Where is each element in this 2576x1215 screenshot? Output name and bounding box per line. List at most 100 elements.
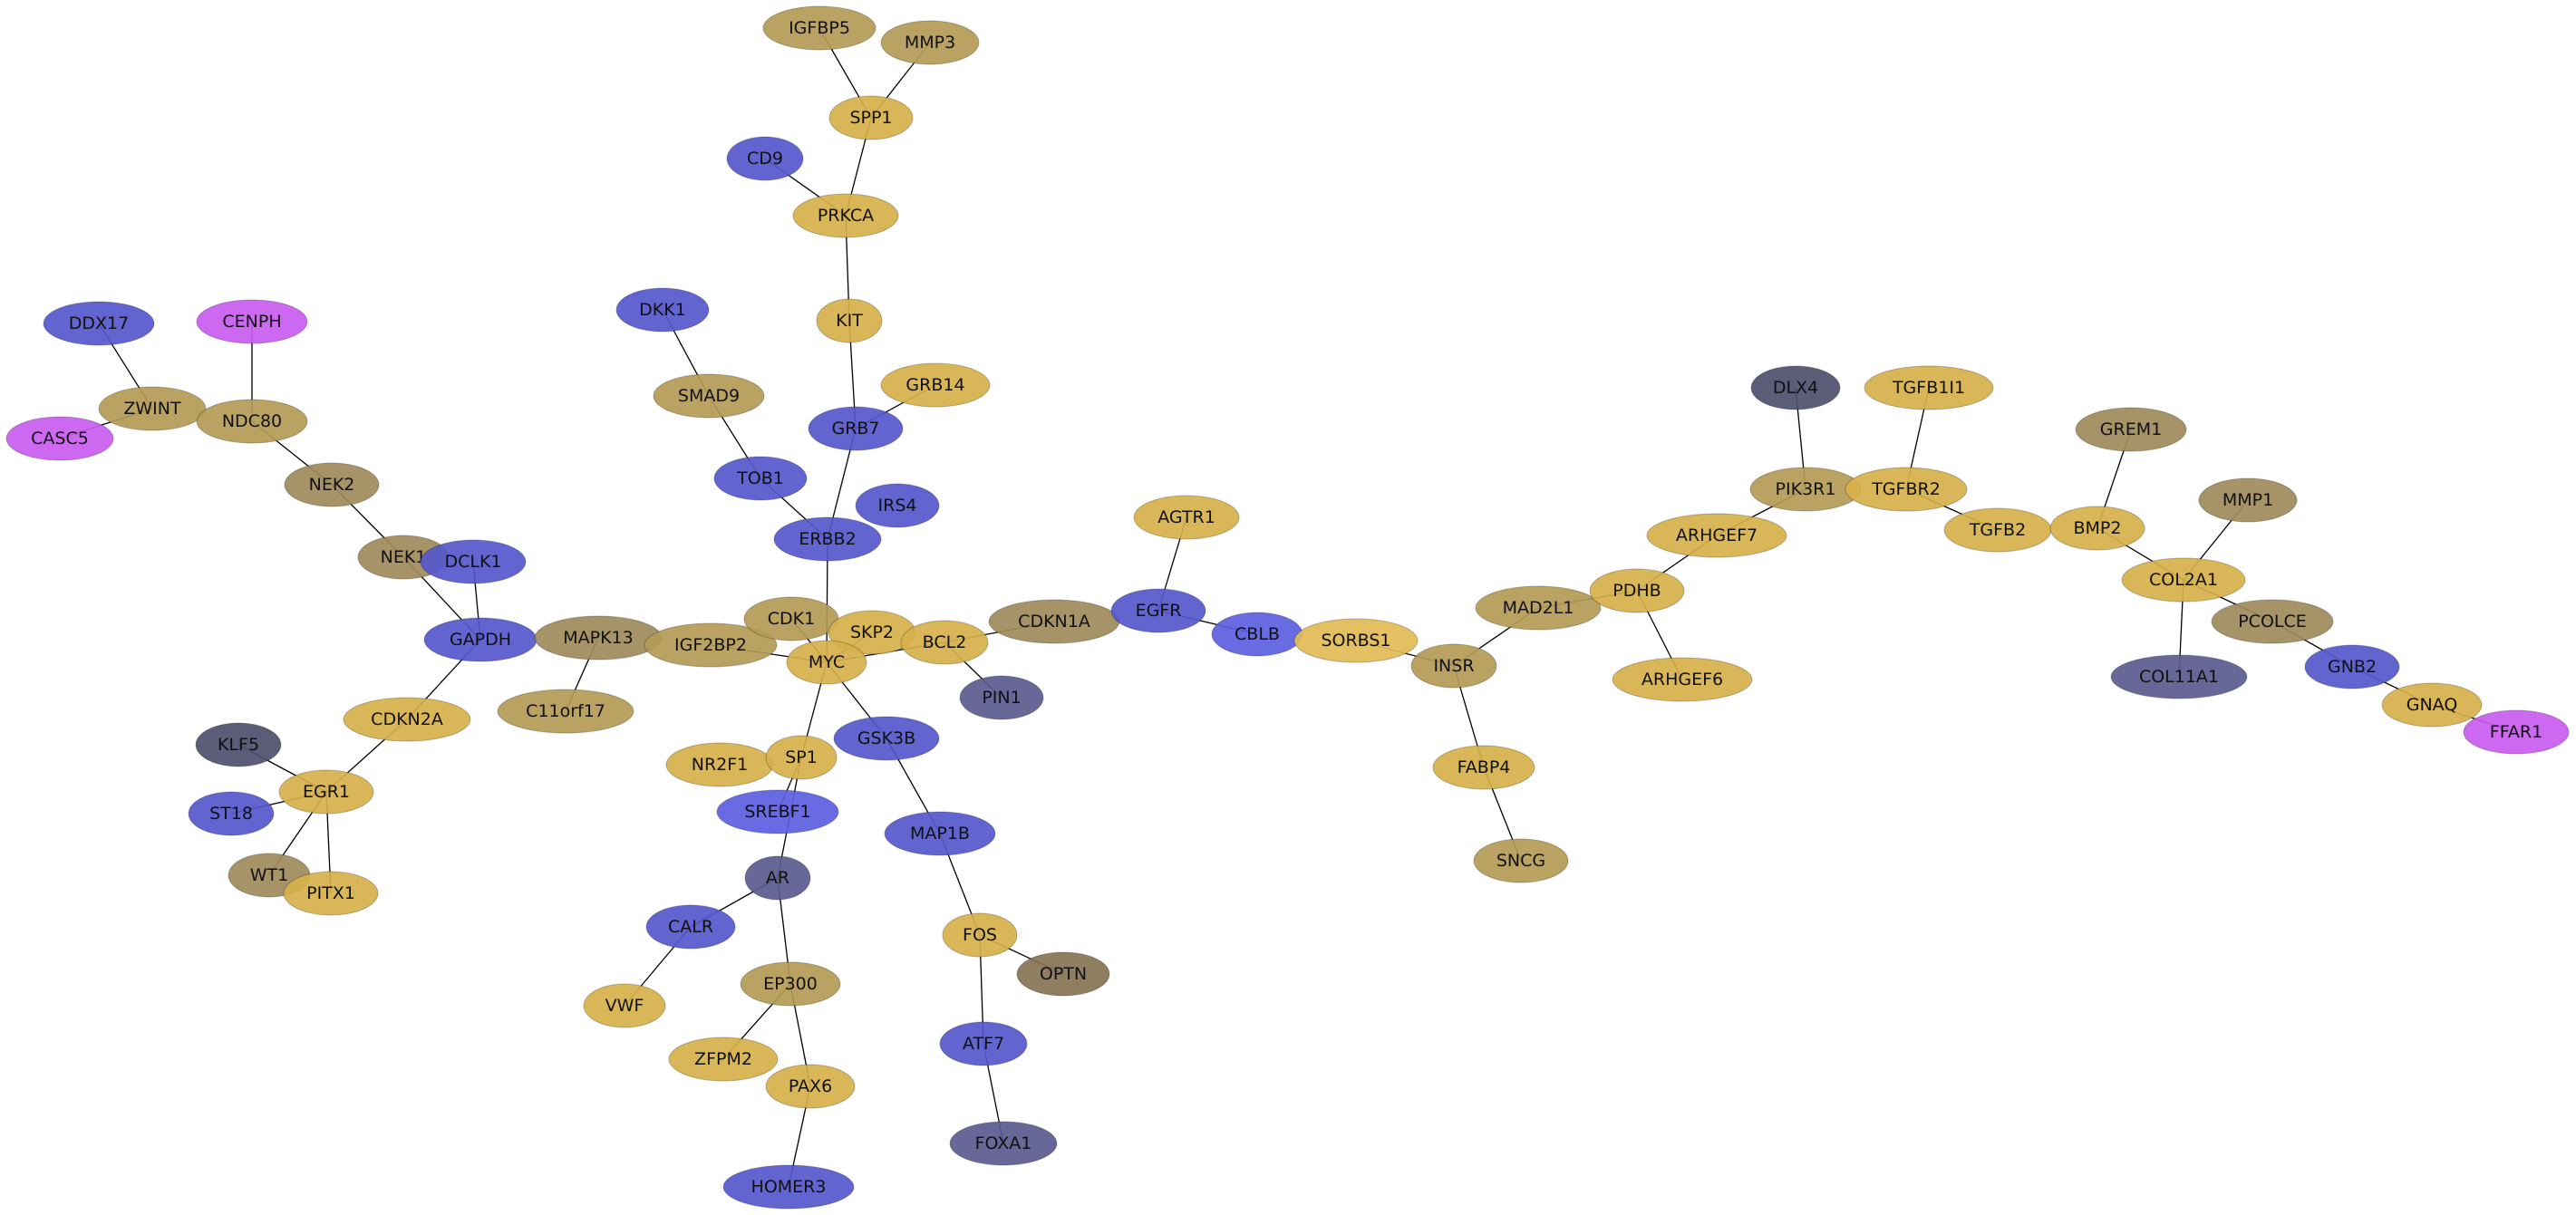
node-st18[interactable]: ST18 — [188, 791, 275, 836]
node-kit[interactable]: KIT — [816, 298, 883, 343]
node-skp2[interactable]: SKP2 — [828, 610, 916, 655]
node-label: VWF — [605, 996, 644, 1016]
node-map1b[interactable]: MAP1B — [884, 811, 996, 856]
node-label: INSR — [1433, 656, 1474, 676]
node-tgfb2[interactable]: TGFB2 — [1943, 507, 2052, 553]
node-prkca[interactable]: PRKCA — [792, 193, 899, 238]
node-pik3r1[interactable]: PIK3R1 — [1749, 467, 1862, 512]
node-cdk1[interactable]: CDK1 — [743, 596, 839, 641]
node-nr2f1[interactable]: NR2F1 — [665, 742, 774, 787]
node-gnb2[interactable]: GNB2 — [2304, 644, 2400, 689]
node-tgfbr2[interactable]: TGFBR2 — [1845, 467, 1968, 512]
node-ep300[interactable]: EP300 — [740, 961, 841, 1007]
node-ellipse — [2110, 654, 2248, 699]
node-gnaq[interactable]: GNAQ — [2381, 682, 2483, 728]
node-grb14[interactable]: GRB14 — [880, 362, 991, 408]
node-mmp1[interactable]: MMP1 — [2198, 477, 2298, 523]
node-atf7[interactable]: ATF7 — [939, 1021, 1028, 1066]
node-dkk1[interactable]: DKK1 — [615, 287, 710, 333]
node-pitx1[interactable]: PITX1 — [283, 871, 379, 916]
node-foxa1[interactable]: FOXA1 — [949, 1121, 1058, 1166]
node-label: IGF2BP2 — [674, 635, 747, 655]
node-label: CD9 — [747, 149, 783, 169]
node-label: ATF7 — [963, 1034, 1004, 1054]
node-optn[interactable]: OPTN — [1016, 951, 1110, 997]
node-bcl2[interactable]: BCL2 — [900, 620, 989, 665]
node-tob1[interactable]: TOB1 — [713, 456, 808, 501]
node-pdhb[interactable]: PDHB — [1589, 568, 1685, 613]
node-egfr[interactable]: EGFR — [1110, 588, 1206, 633]
node-ellipse — [196, 399, 308, 444]
node-sp1[interactable]: SP1 — [765, 735, 838, 780]
node-ellipse — [644, 622, 778, 668]
node-irs4[interactable]: IRS4 — [855, 483, 940, 528]
node-label: CENPH — [222, 312, 281, 332]
node-egr1[interactable]: EGR1 — [278, 769, 374, 815]
node-cenph[interactable]: CENPH — [196, 299, 308, 344]
node-gsk3b[interactable]: GSK3B — [833, 716, 940, 761]
node-cdkn2a[interactable]: CDKN2A — [343, 697, 471, 742]
node-grb7[interactable]: GRB7 — [808, 406, 904, 451]
node-fabp4[interactable]: FABP4 — [1432, 745, 1535, 790]
node-bmp2[interactable]: BMP2 — [2049, 506, 2145, 551]
node-homer3[interactable]: HOMER3 — [722, 1164, 855, 1210]
node-c11orf17[interactable]: C11orf17 — [497, 689, 634, 734]
node-ellipse — [343, 697, 471, 742]
node-cblb[interactable]: CBLB — [1211, 612, 1303, 657]
node-mmp3[interactable]: MMP3 — [880, 20, 980, 65]
node-ndc80[interactable]: NDC80 — [196, 399, 308, 444]
node-sncg[interactable]: SNCG — [1473, 838, 1569, 883]
node-dlx4[interactable]: DLX4 — [1750, 365, 1841, 410]
node-ellipse — [2198, 477, 2298, 523]
node-cd9[interactable]: CD9 — [726, 136, 804, 181]
node-label: DCLK1 — [444, 552, 501, 572]
node-tgfb1i1[interactable]: TGFB1I1 — [1864, 365, 1994, 410]
node-mapk13[interactable]: MAPK13 — [534, 615, 663, 661]
node-vwf[interactable]: VWF — [583, 983, 666, 1028]
node-zfpm2[interactable]: ZFPM2 — [668, 1037, 779, 1082]
node-label: TOB1 — [736, 468, 784, 488]
node-ellipse — [833, 716, 940, 761]
node-arhgef7[interactable]: ARHGEF7 — [1646, 513, 1787, 558]
node-ellipse — [765, 1064, 856, 1109]
node-ddx17[interactable]: DDX17 — [43, 301, 155, 346]
node-arhgef6[interactable]: ARHGEF6 — [1612, 657, 1753, 702]
node-zwint[interactable]: ZWINT — [98, 386, 207, 431]
node-label: EP300 — [763, 974, 818, 994]
node-myc[interactable]: MYC — [786, 640, 867, 685]
node-col2a1[interactable]: COL2A1 — [2121, 557, 2246, 603]
node-label: ST18 — [209, 804, 253, 824]
node-grem1[interactable]: GREM1 — [2075, 407, 2187, 452]
node-ellipse — [1612, 657, 1753, 702]
node-sorbs1[interactable]: SORBS1 — [1293, 618, 1419, 663]
node-calr[interactable]: CALR — [645, 904, 736, 950]
node-mad2l1[interactable]: MAD2L1 — [1475, 585, 1602, 631]
node-erbb2[interactable]: ERBB2 — [773, 516, 882, 562]
node-label: IGFBP5 — [789, 18, 850, 38]
node-igf2bp2[interactable]: IGF2BP2 — [644, 622, 778, 668]
node-smad9[interactable]: SMAD9 — [653, 373, 765, 419]
node-ar[interactable]: AR — [744, 855, 811, 901]
node-srebf1[interactable]: SREBF1 — [716, 789, 839, 834]
node-ellipse — [740, 961, 841, 1007]
node-klf5[interactable]: KLF5 — [195, 722, 282, 767]
node-dclk1[interactable]: DCLK1 — [420, 539, 527, 584]
node-igfbp5[interactable]: IGFBP5 — [762, 5, 876, 51]
node-pin1[interactable]: PIN1 — [959, 675, 1044, 720]
node-casc5[interactable]: CASC5 — [5, 416, 114, 461]
node-gapdh[interactable]: GAPDH — [423, 617, 537, 662]
node-cdkn1a[interactable]: CDKN1A — [988, 599, 1120, 644]
node-col11a1[interactable]: COL11A1 — [2110, 654, 2248, 699]
node-pax6[interactable]: PAX6 — [765, 1064, 856, 1109]
node-pcolce[interactable]: PCOLCE — [2211, 599, 2334, 644]
node-ellipse — [713, 456, 808, 501]
node-insr[interactable]: INSR — [1410, 643, 1497, 689]
node-nek2[interactable]: NEK2 — [284, 462, 380, 507]
node-ffar1[interactable]: FFAR1 — [2463, 709, 2570, 755]
node-ellipse — [726, 136, 804, 181]
node-agtr1[interactable]: AGTR1 — [1133, 495, 1240, 540]
node-spp1[interactable]: SPP1 — [828, 95, 914, 140]
node-fos[interactable]: FOS — [942, 912, 1018, 958]
node-ellipse — [2381, 682, 2483, 728]
